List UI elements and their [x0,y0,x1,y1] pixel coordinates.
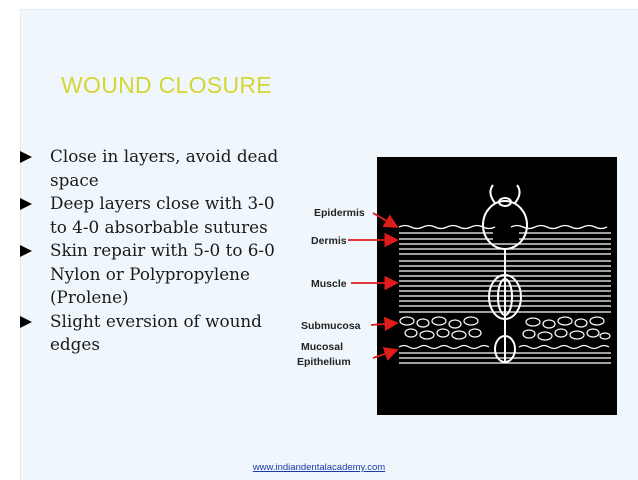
bullet-text: Deep layers close with 3-0 to 4-0 absorb… [50,193,275,237]
label-mucosal: Mucosal [301,341,343,353]
bullet-list: Close in layers, avoid dead space Deep l… [6,145,291,357]
footer: www.indiandentalacademy.com [0,462,638,473]
label-epithelium: Epithelium [297,356,351,368]
arrow-bullet-icon [20,245,32,257]
arrow-bullet-icon [20,151,32,163]
label-epidermis: Epidermis [314,207,365,219]
bullet-item: Deep layers close with 3-0 to 4-0 absorb… [6,192,291,239]
label-muscle: Muscle [311,278,347,290]
label-dermis: Dermis [311,235,347,247]
arrow-epidermis [372,212,399,228]
arrow-bullet-icon [20,198,32,210]
bullet-item: Slight eversion of wound edges [6,310,291,357]
submucosa-cells [399,316,611,341]
label-submucosa: Submucosa [301,320,361,332]
bullet-item: Close in layers, avoid dead space [6,145,291,192]
bullet-item: Skin repair with 5-0 to 6-0 Nylon or Pol… [6,239,291,310]
arrow-submucosa [370,316,399,332]
bullet-text: Skin repair with 5-0 to 6-0 Nylon or Pol… [50,240,275,307]
bullet-text: Slight eversion of wound edges [50,310,262,355]
wound-layers-figure: Epidermis Dermis Muscle Submucosa Mucosa… [293,157,623,427]
suture-loops [482,184,528,363]
footer-link[interactable]: www.indiandentalacademy.com [252,462,386,473]
arrow-mucosal-epithelium [372,347,399,361]
slide-title: WOUND CLOSURE [61,72,272,98]
arrow-bullet-icon [20,315,32,328]
bullet-text: Close in layers, avoid dead space [50,146,279,190]
